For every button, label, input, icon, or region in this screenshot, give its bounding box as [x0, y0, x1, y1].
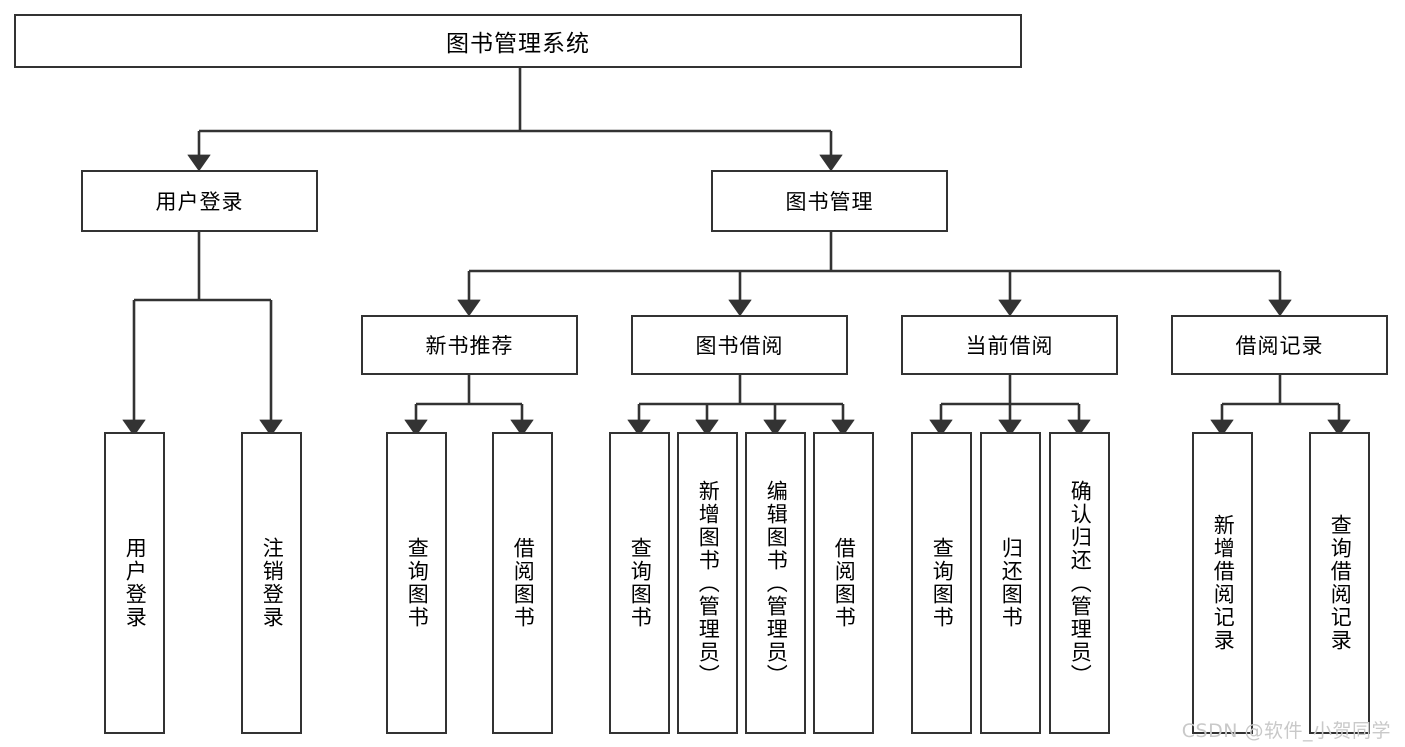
leaf-newbook-borrow-book[interactable]: 借阅图书	[492, 432, 553, 734]
node-label: 图书管理	[785, 190, 874, 214]
leaf-inner: 归还图书	[982, 434, 1039, 732]
node-label: 用户登录	[155, 190, 244, 214]
leaf-bookborrow-borrow-book[interactable]: 借阅图书	[813, 432, 874, 734]
leaf-label: 确认归还（管理员）	[1068, 479, 1093, 687]
leaf-inner: 借阅图书	[815, 434, 872, 732]
node-user-login[interactable]: 用户登录	[81, 170, 318, 232]
node-current-borrow[interactable]: 当前借阅	[901, 315, 1118, 375]
leaf-label: 查询借阅记录	[1328, 514, 1353, 652]
node-label: 图书借阅	[695, 334, 784, 358]
leaf-label: 借阅图书	[511, 537, 536, 629]
leaf-borrowrecord-query-record[interactable]: 查询借阅记录	[1309, 432, 1370, 734]
leaf-inner: 确认归还（管理员）	[1051, 434, 1108, 732]
node-new-book-recommendation[interactable]: 新书推荐	[361, 315, 578, 375]
node-borrow-record[interactable]: 借阅记录	[1171, 315, 1388, 375]
leaf-inner: 编辑图书（管理员）	[747, 434, 804, 732]
leaf-label: 新增借阅记录	[1211, 514, 1236, 652]
leaf-user-login-signout[interactable]: 注销登录	[241, 432, 302, 734]
node-label: 图书管理系统	[446, 31, 590, 57]
node-label: 借阅记录	[1235, 334, 1324, 358]
leaf-inner: 新增借阅记录	[1194, 434, 1251, 732]
leaf-currentborrow-query-book[interactable]: 查询图书	[911, 432, 972, 734]
leaf-inner: 查询图书	[913, 434, 970, 732]
node-label: 当前借阅	[965, 334, 1054, 358]
leaf-inner: 查询图书	[388, 434, 445, 732]
leaf-currentborrow-return-book[interactable]: 归还图书	[980, 432, 1041, 734]
leaf-bookborrow-add-book-admin[interactable]: 新增图书（管理员）	[677, 432, 738, 734]
leaf-borrowrecord-add-record[interactable]: 新增借阅记录	[1192, 432, 1253, 734]
leaf-label: 查询图书	[930, 537, 955, 629]
leaf-bookborrow-edit-book-admin[interactable]: 编辑图书（管理员）	[745, 432, 806, 734]
leaf-label: 新增图书（管理员）	[696, 479, 721, 687]
node-book-borrow[interactable]: 图书借阅	[631, 315, 848, 375]
leaf-bookborrow-query-book[interactable]: 查询图书	[609, 432, 670, 734]
leaf-inner: 借阅图书	[494, 434, 551, 732]
leaf-inner: 新增图书（管理员）	[679, 434, 736, 732]
watermark-text: CSDN @软件_小贺同学	[1181, 720, 1391, 742]
leaf-currentborrow-confirm-return-admin[interactable]: 确认归还（管理员）	[1049, 432, 1110, 734]
leaf-label: 归还图书	[999, 537, 1024, 629]
leaf-label: 借阅图书	[832, 537, 857, 629]
leaf-inner: 注销登录	[243, 434, 300, 732]
leaf-inner: 查询图书	[611, 434, 668, 732]
leaf-label: 注销登录	[260, 537, 285, 629]
leaf-user-login-signin[interactable]: 用户登录	[104, 432, 165, 734]
leaf-label: 查询图书	[405, 537, 430, 629]
leaf-newbook-query-book[interactable]: 查询图书	[386, 432, 447, 734]
leaf-label: 用户登录	[123, 537, 148, 629]
leaf-label: 查询图书	[628, 537, 653, 629]
leaf-label: 编辑图书（管理员）	[764, 479, 789, 687]
node-book-management[interactable]: 图书管理	[711, 170, 948, 232]
leaf-inner: 查询借阅记录	[1311, 434, 1368, 732]
leaf-inner: 用户登录	[106, 434, 163, 732]
node-label: 新书推荐	[425, 334, 514, 358]
node-root-book-management-system[interactable]: 图书管理系统	[14, 14, 1022, 68]
